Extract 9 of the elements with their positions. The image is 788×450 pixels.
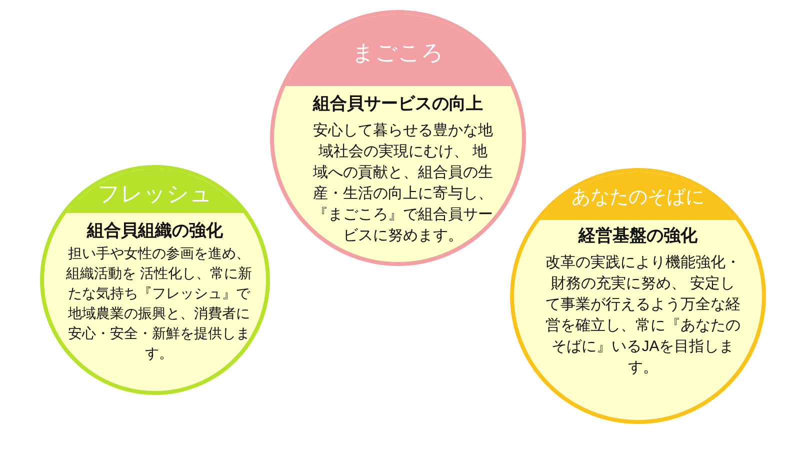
heading-text: 組合貝組織の強化 xyxy=(86,220,224,242)
body-text: 改革の実践により機能強化・財務の充実に努め、 安定して事業が行えるよう万全な経営を確立し、常に『あなたのそばに』いるJAを目指します。 xyxy=(544,253,742,378)
body-text: 担い手や女性の参画を進め、組織活動を 活性化し、常に新たな気持ち『フレッシュ』で地域農業の振興と、消費者に安心・安全・新鮮を提供します。 xyxy=(66,244,252,363)
heading-text: 経営基盤の強化 xyxy=(577,225,698,247)
title-text: フレッシュ xyxy=(96,183,214,205)
title-text: まごころ xyxy=(351,42,445,64)
body-text: 安心して暮らせる豊かな地域社会の実現にむけ、 地域への貢献と、組合員の生産・生活の向上に寄与し、『まごころ』で組合員サービスに努めます。 xyxy=(312,121,494,246)
title-text: あなたのそばに xyxy=(570,188,706,207)
heading-text: 組合貝サービスの向上 xyxy=(312,93,484,115)
